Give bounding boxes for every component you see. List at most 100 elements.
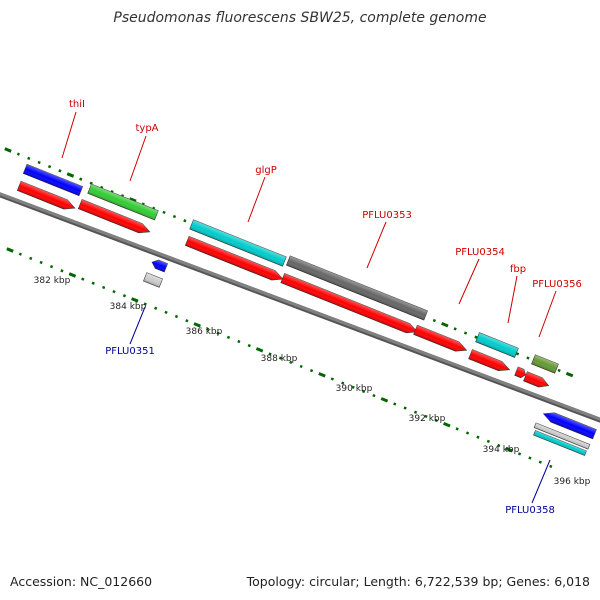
typa-cds-arrow-shade [78, 199, 150, 233]
glgp-cds-arrow [184, 235, 284, 281]
thil-gene-bar [22, 163, 84, 197]
major-tick [565, 371, 574, 378]
pflu0354-cds-arrow-shade [413, 325, 467, 352]
minor-tick [455, 427, 459, 431]
reverse-blue-arrow-shade [543, 412, 597, 439]
minor-tick [18, 252, 22, 256]
minor-tick [341, 381, 345, 385]
minor-tick [453, 327, 457, 331]
minor-tick [29, 256, 33, 260]
minor-tick [330, 377, 334, 381]
minor-tick [185, 319, 189, 323]
genome-backbone [0, 192, 600, 423]
gene-label-pflu0356: PFLU0356 [532, 279, 582, 290]
minor-tick [474, 335, 478, 339]
leader-pflu0351 [129, 306, 146, 345]
leader-pflu0356 [538, 290, 557, 338]
minor-tick [39, 260, 43, 265]
minor-tick [515, 352, 520, 356]
leader-pflu0358 [531, 459, 551, 504]
reverse-gene-arrow [151, 259, 169, 273]
tick-row-inner [6, 247, 553, 468]
typa-gene-bar-shade [87, 183, 159, 221]
leader-pflu0353 [366, 221, 387, 269]
minor-tick [60, 269, 64, 273]
fbp-cds-arrow-shade [468, 349, 510, 371]
minor-tick [526, 356, 530, 360]
minor-tick [434, 418, 438, 423]
minor-tick [463, 331, 468, 335]
minor-tick [465, 431, 470, 435]
major-tick [68, 272, 77, 278]
pflu0358-gene-bar [533, 430, 587, 456]
minor-tick [549, 464, 553, 468]
label-leader-layer [61, 111, 557, 504]
minor-tick [309, 369, 314, 373]
thil-gene-bar-shade [23, 164, 83, 196]
major-tick [318, 372, 326, 378]
minor-tick [361, 389, 366, 394]
minor-tick [538, 460, 542, 464]
kbp-label: 386 kbp [186, 327, 223, 337]
gene-label-glgP: glgP [255, 165, 277, 176]
minor-tick [122, 294, 127, 298]
minor-tick [206, 327, 210, 331]
minor-tick [81, 277, 85, 281]
minor-tick [278, 356, 283, 360]
minor-tick [16, 152, 20, 156]
minor-tick [268, 352, 272, 356]
major-tick [4, 147, 12, 153]
minor-tick [476, 435, 480, 439]
gene-label-thil: thiI [69, 99, 85, 110]
minor-tick [102, 285, 106, 290]
pflu0354-cds-arrow [413, 324, 468, 352]
minor-tick [49, 265, 54, 269]
gene-label-fbp: fbp [510, 264, 526, 275]
minor-tick [143, 302, 147, 306]
major-tick [380, 397, 389, 403]
minor-tick [424, 414, 428, 419]
genome-summary: Topology: circular; Length: 6,722,539 bp… [246, 574, 590, 589]
minor-tick [372, 393, 376, 398]
small-cds-arrow-shade [514, 366, 526, 378]
major-tick [441, 322, 449, 328]
kbp-label: 384 kbp [110, 302, 147, 312]
fbp-gene-bar [475, 332, 519, 358]
minor-tick [110, 189, 114, 194]
leader-typA [129, 135, 147, 182]
pflu0356-gene-bar-shade [531, 354, 559, 374]
leader-thil [61, 111, 77, 159]
minor-tick [486, 439, 490, 443]
minor-tick [289, 360, 293, 364]
major-tick [193, 322, 201, 328]
major-tick [505, 447, 513, 453]
pflu0353-cds-arrow-shade [280, 273, 418, 333]
reverse-blue-arrow [542, 412, 597, 440]
kbp-label: 390 kbp [336, 384, 373, 394]
reverse-gene-arrow-shade [152, 259, 168, 272]
major-tick [131, 297, 139, 303]
minor-tick [27, 156, 31, 160]
major-tick [6, 247, 14, 253]
major-tick [255, 347, 264, 353]
minor-tick [351, 385, 355, 389]
glgp-gene-bar-shade [189, 219, 287, 267]
leader-pflu0354 [458, 258, 480, 305]
pflu0356-cds-arrow-shade [523, 371, 549, 388]
major-tick [129, 197, 137, 203]
gene-label-pflu0354: PFLU0354 [455, 247, 505, 258]
major-tick [66, 172, 75, 178]
minor-tick [141, 202, 145, 206]
glgp-cds-arrow-shade [185, 236, 283, 281]
kbp-label: 388 kbp [261, 354, 298, 364]
pflu0351-gene-bar-shade [143, 272, 163, 288]
minor-tick [528, 456, 532, 460]
minor-tick [37, 160, 41, 165]
gene-label-pflu0353: PFLU0353 [362, 210, 412, 221]
minor-tick [91, 281, 95, 285]
map-title: Pseudomonas fluorescens SBW25, complete … [113, 10, 487, 26]
kbp-label: 396 kbp [554, 477, 591, 487]
minor-tick [557, 368, 561, 373]
small-cds-arrow [514, 366, 526, 379]
